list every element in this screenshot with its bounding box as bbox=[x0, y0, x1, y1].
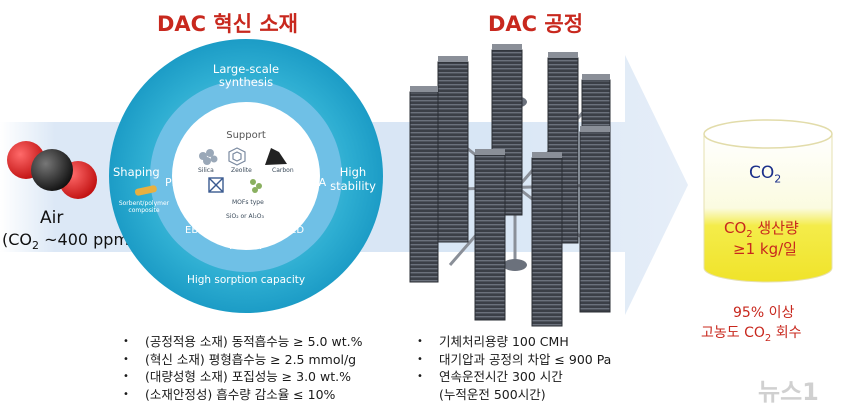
list-item: (누적운전 500시간) bbox=[439, 386, 546, 402]
materials-title: DAC 혁신 소재 bbox=[157, 12, 298, 36]
alkali-label: Alkali bbox=[229, 238, 263, 252]
list-item: •기체처리용량 100 CMH bbox=[417, 334, 569, 349]
shaping-label: Shaping bbox=[113, 165, 160, 179]
co2-tank bbox=[703, 119, 833, 283]
ed-label: ED bbox=[290, 225, 305, 236]
list-item: •(공정적용 소재) 동적흡수능 ≥ 5.0 wt.% bbox=[123, 334, 363, 349]
support-oxide-label: SiO₂ or Al₂O₃ bbox=[226, 213, 264, 220]
materials-circle bbox=[109, 39, 383, 313]
tank-production-value: ≥1 kg/일 bbox=[733, 240, 797, 258]
tank-production-label: CO2 생산량 bbox=[724, 219, 799, 240]
shaping-note: Sorbent/polymer composite bbox=[118, 200, 170, 214]
co2-molecule-icon bbox=[7, 141, 97, 199]
tank-co2-label: CO2 bbox=[749, 163, 782, 186]
eb-label: EB bbox=[185, 225, 199, 236]
tepa-label: TEPA bbox=[299, 176, 327, 189]
list-item: •연속운전시간 300 시간 bbox=[417, 369, 563, 384]
process-title: DAC 공정 bbox=[488, 12, 584, 36]
list-item: •(혁신 소재) 평형흡수능 ≥ 2.5 mmol/g bbox=[123, 351, 357, 367]
high-sorption-label: High sorption capacity bbox=[186, 274, 306, 286]
large-scale-label: Large-scale synthesis bbox=[212, 62, 280, 89]
list-item: •(소재안정성) 흡수량 감소율 ≤ 10% bbox=[123, 386, 336, 402]
process-spec-list: •기체처리용량 100 CMH •대기압과 공정의 차압 ≤ 900 Pa •연… bbox=[417, 333, 611, 403]
support-mofs-label: MOFs type bbox=[232, 199, 264, 206]
list-item: •(대량성형 소재) 포집성능 ≥ 3.0 wt.% bbox=[123, 369, 351, 384]
support-materials-icon bbox=[199, 147, 287, 193]
recovery-rate: 95% 이상 bbox=[733, 305, 795, 321]
material-spec-list: •(공정적용 소재) 동적흡수능 ≥ 5.0 wt.% •(혁신 소재) 평형흡… bbox=[123, 333, 362, 403]
dac-tower-illustration bbox=[409, 44, 611, 327]
high-stability-label: High stability bbox=[330, 165, 376, 193]
air-label: Air bbox=[40, 208, 64, 228]
amine-label: Amine bbox=[226, 104, 266, 118]
shaping-pellet-icon bbox=[134, 185, 157, 196]
recovery-description: 고농도 CO2 회수 bbox=[701, 325, 802, 344]
support-label: Support bbox=[226, 130, 266, 141]
list-item: •대기압과 공정의 차압 ≤ 900 Pa bbox=[417, 351, 612, 367]
support-carbon-label: Carbon bbox=[272, 167, 294, 174]
support-zeolite-label: Zeolite bbox=[231, 167, 252, 174]
air-concentration: (CO2 ~400 ppm) bbox=[2, 230, 136, 253]
support-silica-label: Silica bbox=[198, 167, 214, 174]
pei-label: PEI bbox=[165, 176, 182, 189]
news1-watermark: 뉴스1 bbox=[758, 378, 819, 406]
